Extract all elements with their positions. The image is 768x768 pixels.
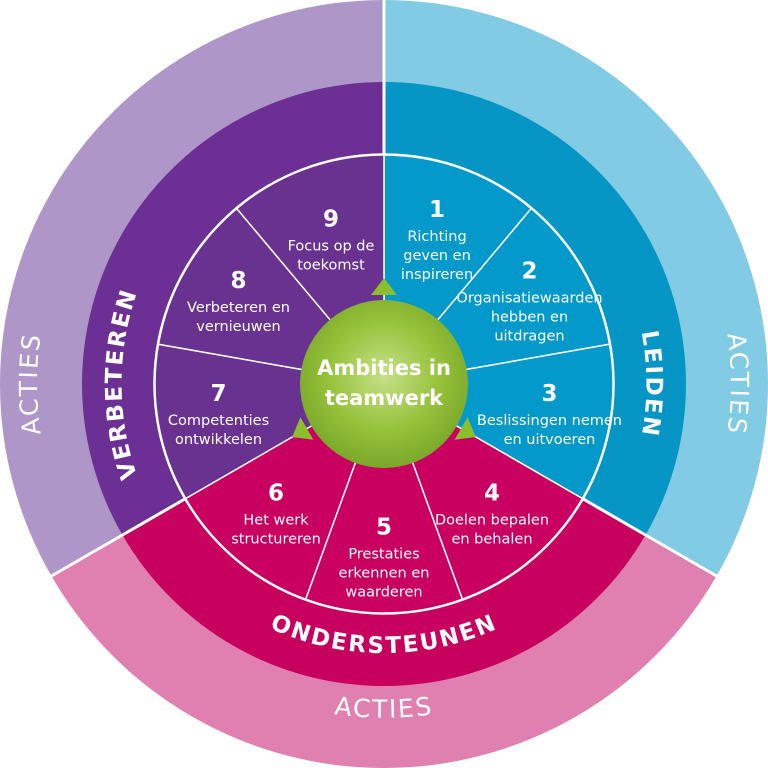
hub-arrow-right-icon [454,417,476,440]
segment-text-line: en uitvoeren [504,432,596,448]
middle-separator [580,496,647,537]
segment-text-line: Focus op de [288,238,375,254]
middle-separator [121,496,188,537]
segment-number: 9 [323,206,339,232]
segment-text-line: inspireren [401,267,473,283]
middle-sector-pink [122,499,646,686]
segment-text-line: uitdragen [494,329,564,345]
segment-text-line: vernieuwen [196,319,281,335]
center-label-line2: teamwerk [325,386,444,410]
hub-arrow-left-icon [292,417,314,440]
segment-text-line: Doelen bepalen [435,513,549,529]
segment-text-line: Richting [407,229,466,245]
ring-divider [153,153,615,615]
segment-number: 2 [521,259,537,285]
hub-arrow-top-icon [371,278,397,295]
segment-number: 3 [541,381,557,407]
segment-text-line: erkennen en [339,566,430,582]
outer-label-left: ACTIES [14,331,47,437]
segment-text-line: waarderen [345,585,422,601]
middle-ring [81,82,687,686]
segment-number: 5 [376,515,392,541]
outer-sector-pink [51,534,717,768]
segment-number: 1 [429,197,445,223]
outer-separator [45,532,125,581]
segment-text-line: ontwikkelen [175,432,262,448]
segment-text-line: Organisatiewaarden [456,291,602,307]
segment-text-line: Competenties [168,413,269,429]
segment-number: 8 [230,268,246,294]
segment-text-line: Het werk [243,513,309,529]
segment-text-line: Verbeteren en [187,300,290,316]
center-hub: Ambities in teamwerk [300,300,468,468]
cycle-arrows [292,278,476,440]
segment-text-line: structureren [231,532,321,548]
center-circle [300,300,468,468]
outer-sector-blue [384,0,768,576]
outer-label-right: ACTIES [721,331,754,437]
outer-label-bottom: ACTIES [333,691,435,723]
segment-number: 6 [268,481,284,507]
segment-number: 7 [211,381,227,407]
center-label-line1: Ambities in [317,356,451,380]
segment-text-line: toekomst [297,257,365,273]
group-label-right: LEIDEN [636,329,667,440]
inner-segments [154,154,614,614]
segment-text-line: geven en [403,248,471,264]
segment-text-line: en behalen [451,532,532,548]
outer-separator [643,532,723,581]
middle-sector-blue [384,82,687,535]
segment-text-line: Prestaties [348,547,419,563]
segment-number: 4 [484,481,500,507]
segment-text-line: hebben en [491,310,568,326]
middle-sector-purple [81,82,384,535]
outer-sector-purple [0,0,384,576]
segment-text-line: Beslissingen nemen [477,413,622,429]
